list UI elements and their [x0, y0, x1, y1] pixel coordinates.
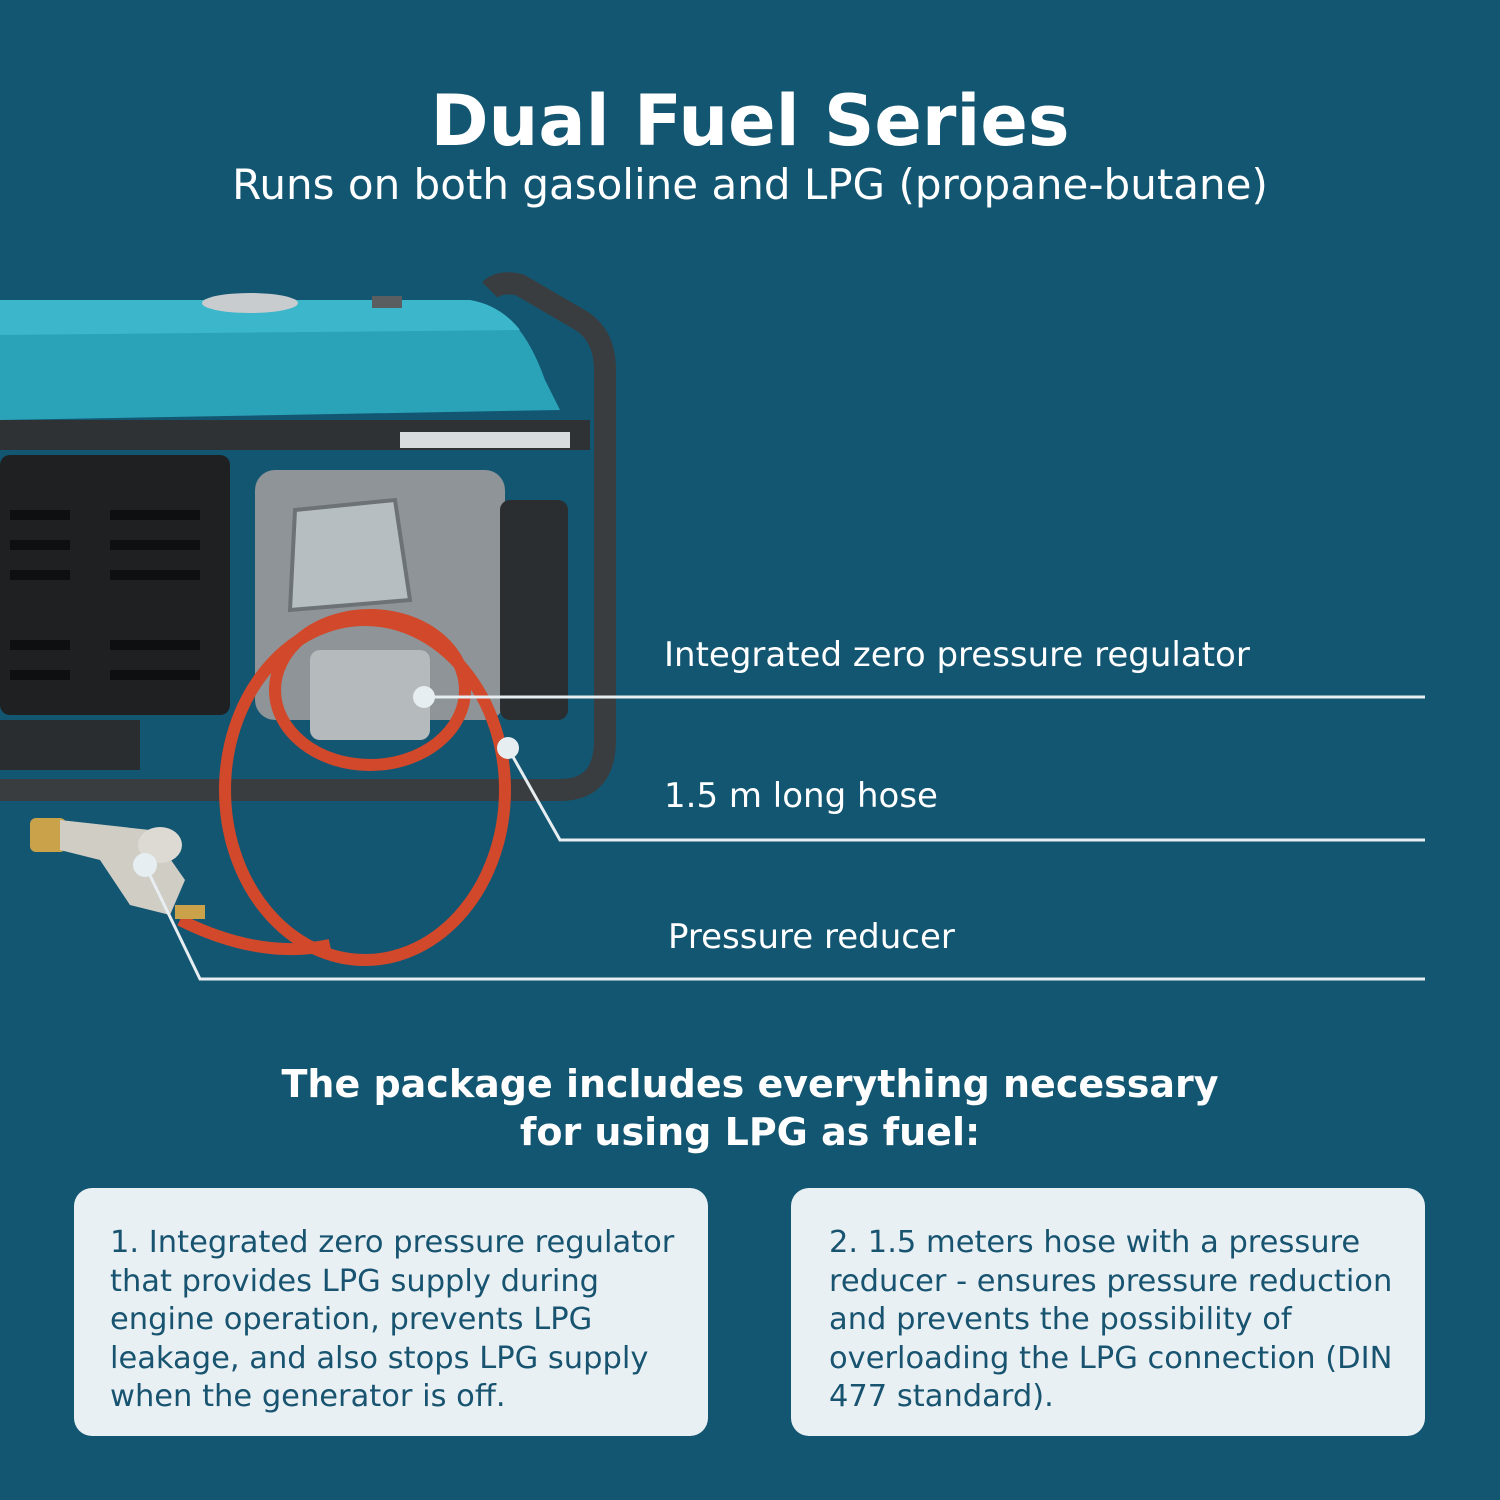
generator-illustration — [0, 272, 1425, 981]
package-heading-line1: The package includes everything necessar… — [281, 1062, 1219, 1106]
feature-card-text: 1. Integrated zero pressure regulator th… — [110, 1225, 675, 1414]
package-heading-line2: for using LPG as fuel: — [519, 1110, 981, 1154]
callout-dot-regulator — [413, 686, 435, 708]
page-title: Dual Fuel Series — [430, 80, 1070, 162]
callout-dot-reducer — [133, 853, 157, 877]
page-subtitle: Runs on both gasoline and LPG (propane-b… — [232, 160, 1268, 209]
package-heading: The package includes everything necessar… — [0, 1060, 1500, 1156]
callout-label-reducer: Pressure reducer — [668, 917, 955, 957]
callout-label-hose: 1.5 m long hose — [664, 776, 938, 816]
callout-dot-hose — [497, 737, 519, 759]
callout-line-hose — [506, 747, 1425, 842]
feature-card-regulator: 1. Integrated zero pressure regulator th… — [74, 1188, 708, 1436]
callout-label-regulator: Integrated zero pressure regulator — [664, 635, 1250, 675]
callout-line-reducer — [143, 864, 1425, 981]
feature-card-hose: 2. 1.5 meters hose with a pressure reduc… — [791, 1188, 1425, 1436]
generator-image — [0, 272, 616, 966]
feature-card-text: 2. 1.5 meters hose with a pressure reduc… — [829, 1225, 1393, 1414]
